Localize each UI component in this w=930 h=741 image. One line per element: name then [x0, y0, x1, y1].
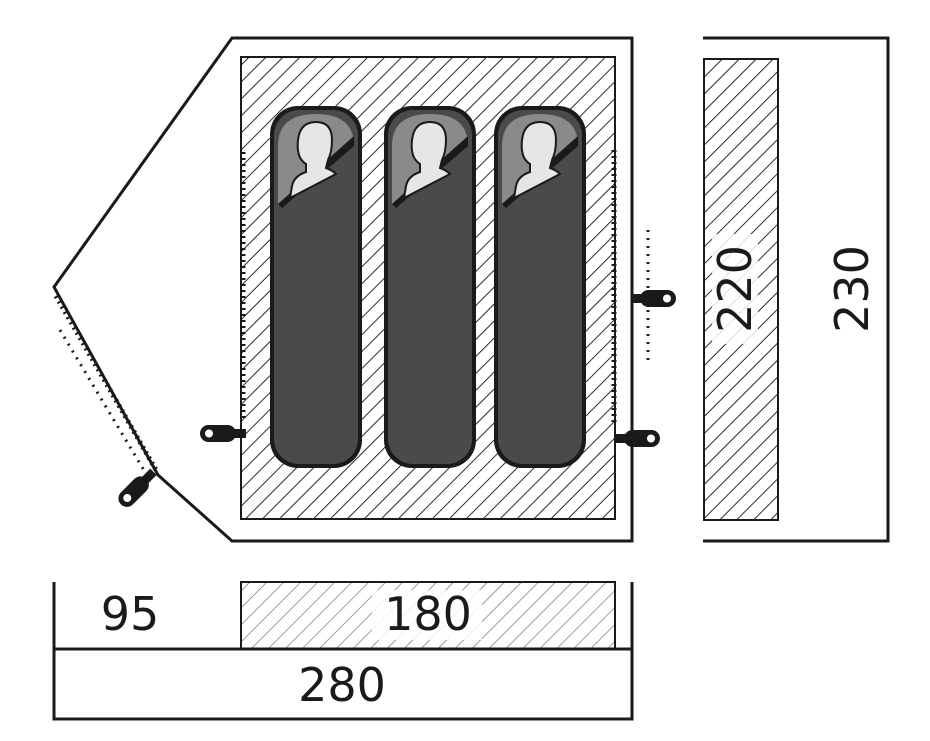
tent-peg-icon: [118, 468, 157, 507]
tent-peg-icon: [200, 425, 246, 442]
tent-peg-icon: [616, 430, 660, 447]
total-width-label: 230: [825, 245, 879, 333]
total-length-label: 280: [298, 658, 386, 712]
vestibule-door-dotted-line: [58, 329, 147, 473]
inner-width-label: 220: [708, 245, 762, 333]
sleeping-bag-icon: [270, 106, 362, 468]
sleeping-bag-icon: [384, 106, 476, 468]
sleeping-bag-icon: [494, 106, 586, 468]
tent-peg-icon: [632, 290, 676, 307]
inner-length-label: 180: [384, 587, 472, 641]
inner-length-label-bg: [372, 590, 482, 640]
inner-width-label-bg: [712, 234, 758, 344]
total-length-box: [52, 647, 634, 721]
vestibule-depth-label: 95: [101, 587, 160, 641]
total-width-bracket: [703, 36, 890, 543]
